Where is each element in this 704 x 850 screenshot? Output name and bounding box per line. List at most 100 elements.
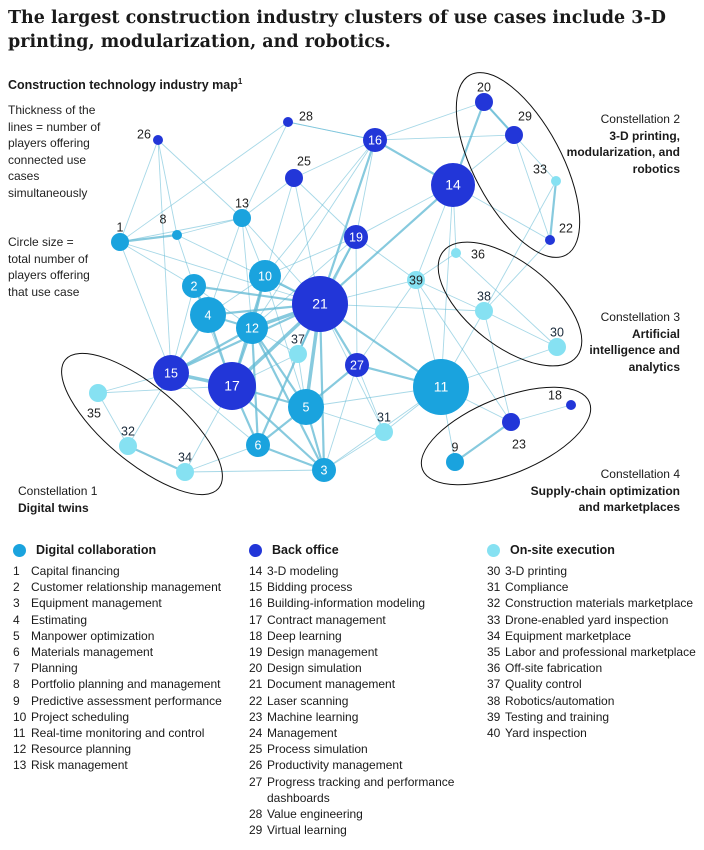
legend-item-number: 8: [13, 677, 20, 692]
legend-item-label: Progress tracking and performance dashbo…: [267, 774, 455, 805]
edge-25-19: [293, 177, 357, 238]
node-9: 9: [446, 441, 464, 471]
legend-item-label: Virtual learning: [267, 823, 347, 838]
legend-item-label: Bidding process: [267, 580, 353, 595]
edge-16-25: [293, 139, 376, 179]
node-20: 20: [475, 81, 493, 111]
node-16: 16: [363, 128, 387, 152]
constellation-1-outline: [61, 352, 223, 496]
node-label-21: 21: [312, 296, 328, 312]
node-label-36: 36: [471, 248, 485, 262]
node-label-23: 23: [512, 438, 526, 452]
node-39: 39: [407, 271, 425, 289]
legend-item-label: Contract management: [267, 612, 386, 627]
node-circle-39: [407, 271, 425, 289]
on-site-execution-dot-icon: [487, 543, 500, 557]
node-circle-31: [375, 423, 393, 441]
node-label-10: 10: [258, 270, 272, 284]
legend-item-number: 40: [487, 726, 501, 741]
constellation-4-name: Supply-chain optimization and marketplac…: [530, 483, 680, 515]
edge-27-19: [355, 236, 358, 366]
legend-item-number: 9: [13, 693, 20, 708]
legend-item-number: 12: [13, 742, 27, 757]
constellation-1-label: Constellation 1 Digital twins: [18, 483, 97, 516]
node-8: 8: [160, 213, 182, 240]
node-label-11: 11: [434, 379, 449, 395]
legend-item-label: Process simulation: [267, 742, 368, 757]
constellation-3-title: Constellation 3: [600, 310, 680, 324]
edge-13-12: [241, 217, 253, 329]
edge-1-15: [119, 241, 172, 374]
legend-item-number: 4: [13, 612, 20, 627]
legend-item-number: 19: [249, 645, 263, 660]
legend-item-34: 34 Equipment marketplace: [487, 628, 697, 644]
legend-item-32: 32 Construction materials marketplace: [487, 595, 697, 611]
legend-item-label: Quality control: [505, 677, 582, 692]
edge-6-34: [184, 444, 259, 473]
node-circle-14: [431, 163, 475, 207]
legend-item-number: 26: [249, 758, 263, 773]
node-circle-20: [475, 93, 493, 111]
edge-10-19: [264, 236, 357, 277]
legend-item-number: 17: [249, 612, 263, 627]
legend-item-label: Materials management: [31, 645, 154, 660]
node-11: 11: [413, 359, 469, 415]
edge-6-15: [170, 372, 259, 446]
legend-item-7: 7 Planning: [13, 660, 233, 676]
legend-item-label: Off-site fabrication: [505, 661, 603, 676]
legend-item-label: Design simulation: [267, 661, 362, 676]
edge-1-8: [119, 233, 178, 244]
legend-item-label: Customer relationship management: [31, 580, 222, 595]
legend-item-label: Equipment marketplace: [505, 628, 632, 643]
node-circle-1: [111, 233, 129, 251]
legend-item-number: 38: [487, 693, 501, 708]
node-label-39: 39: [409, 274, 423, 288]
legend-item-label: Planning: [31, 661, 78, 676]
edge-35-32: [97, 392, 129, 447]
nodes-layer: 1234568910111213141516171819202122232526…: [87, 81, 576, 482]
edge-12-3: [251, 327, 325, 471]
node-circle-10: [249, 260, 281, 292]
node-label-16: 16: [368, 134, 382, 148]
legend-item-number: 5: [13, 628, 20, 643]
node-circle-37: [289, 345, 307, 363]
node-circle-32: [119, 437, 137, 455]
legend-item-number: 34: [487, 628, 501, 643]
legend-item-number: 7: [13, 661, 20, 676]
legend-item-number: 1: [13, 564, 20, 578]
constellation-3-outline: [437, 241, 583, 367]
legend-item-label: Laser scanning: [267, 693, 349, 708]
node-38: 38: [475, 290, 493, 320]
node-13: 13: [233, 197, 251, 227]
node-label-9: 9: [452, 441, 459, 455]
node-label-15: 15: [164, 367, 178, 381]
legend-item-label: Capital financing: [31, 564, 120, 578]
node-36: 36: [451, 248, 485, 262]
legend-item-number: 25: [249, 742, 263, 757]
node-label-6: 6: [255, 439, 262, 453]
node-circle-23: [502, 413, 520, 431]
node-29: 29: [505, 110, 532, 144]
node-circle-13: [233, 209, 251, 227]
constellation-3-name: Artificial intelligence and analytics: [589, 326, 680, 374]
constellation-2-label: Constellation 2 3-D printing, modulariza…: [560, 111, 680, 177]
edge-33-38: [483, 180, 557, 312]
node-19: 19: [344, 225, 368, 249]
node-15: 15: [153, 355, 189, 391]
node-6: 6: [246, 433, 270, 457]
legend-item-number: 32: [487, 596, 501, 611]
legend-item-label: 3-D printing: [505, 564, 568, 578]
network-map: 1234568910111213141516171819202122232526…: [61, 72, 592, 496]
node-label-34: 34: [178, 451, 192, 465]
legend-item-label: Construction materials marketplace: [505, 596, 694, 611]
